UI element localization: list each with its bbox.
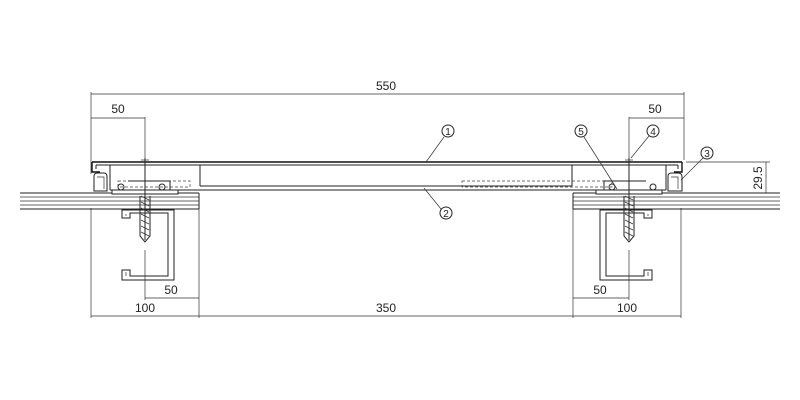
callout-3: 3 (680, 146, 714, 181)
dim-overall-width: 550 (376, 79, 396, 93)
callout-1: 1 (425, 124, 455, 163)
dim-right-joist-offset: 50 (593, 283, 607, 297)
svg-text:5: 5 (578, 127, 584, 138)
dim-span: 350 (376, 301, 396, 315)
dim-left-margin: 50 (111, 102, 125, 116)
callout-5: 5 (574, 124, 618, 190)
dim-left-joist-offset: 50 (164, 283, 178, 297)
svg-text:3: 3 (704, 149, 710, 160)
floor-boards (20, 192, 780, 210)
right-c-channel (599, 209, 653, 281)
dimension-texts: 550 50 50 50 50 100 350 100 29.5 (111, 79, 765, 315)
right-support-bracket (595, 158, 663, 243)
callout-4: 4 (630, 124, 660, 159)
cover-panel (91, 161, 683, 191)
svg-text:2: 2 (443, 209, 449, 220)
left-support-bracket (111, 158, 179, 243)
svg-text:4: 4 (650, 127, 656, 138)
dim-right-support: 100 (617, 301, 637, 315)
right-gasket (667, 172, 683, 192)
dim-right-margin: 50 (648, 102, 662, 116)
dimension-lines (91, 93, 767, 317)
left-gasket (93, 172, 108, 192)
dim-height: 29.5 (751, 166, 765, 190)
dim-left-support: 100 (135, 301, 155, 315)
svg-text:1: 1 (445, 127, 451, 138)
left-c-channel (121, 209, 175, 281)
callout-2: 2 (423, 187, 453, 220)
